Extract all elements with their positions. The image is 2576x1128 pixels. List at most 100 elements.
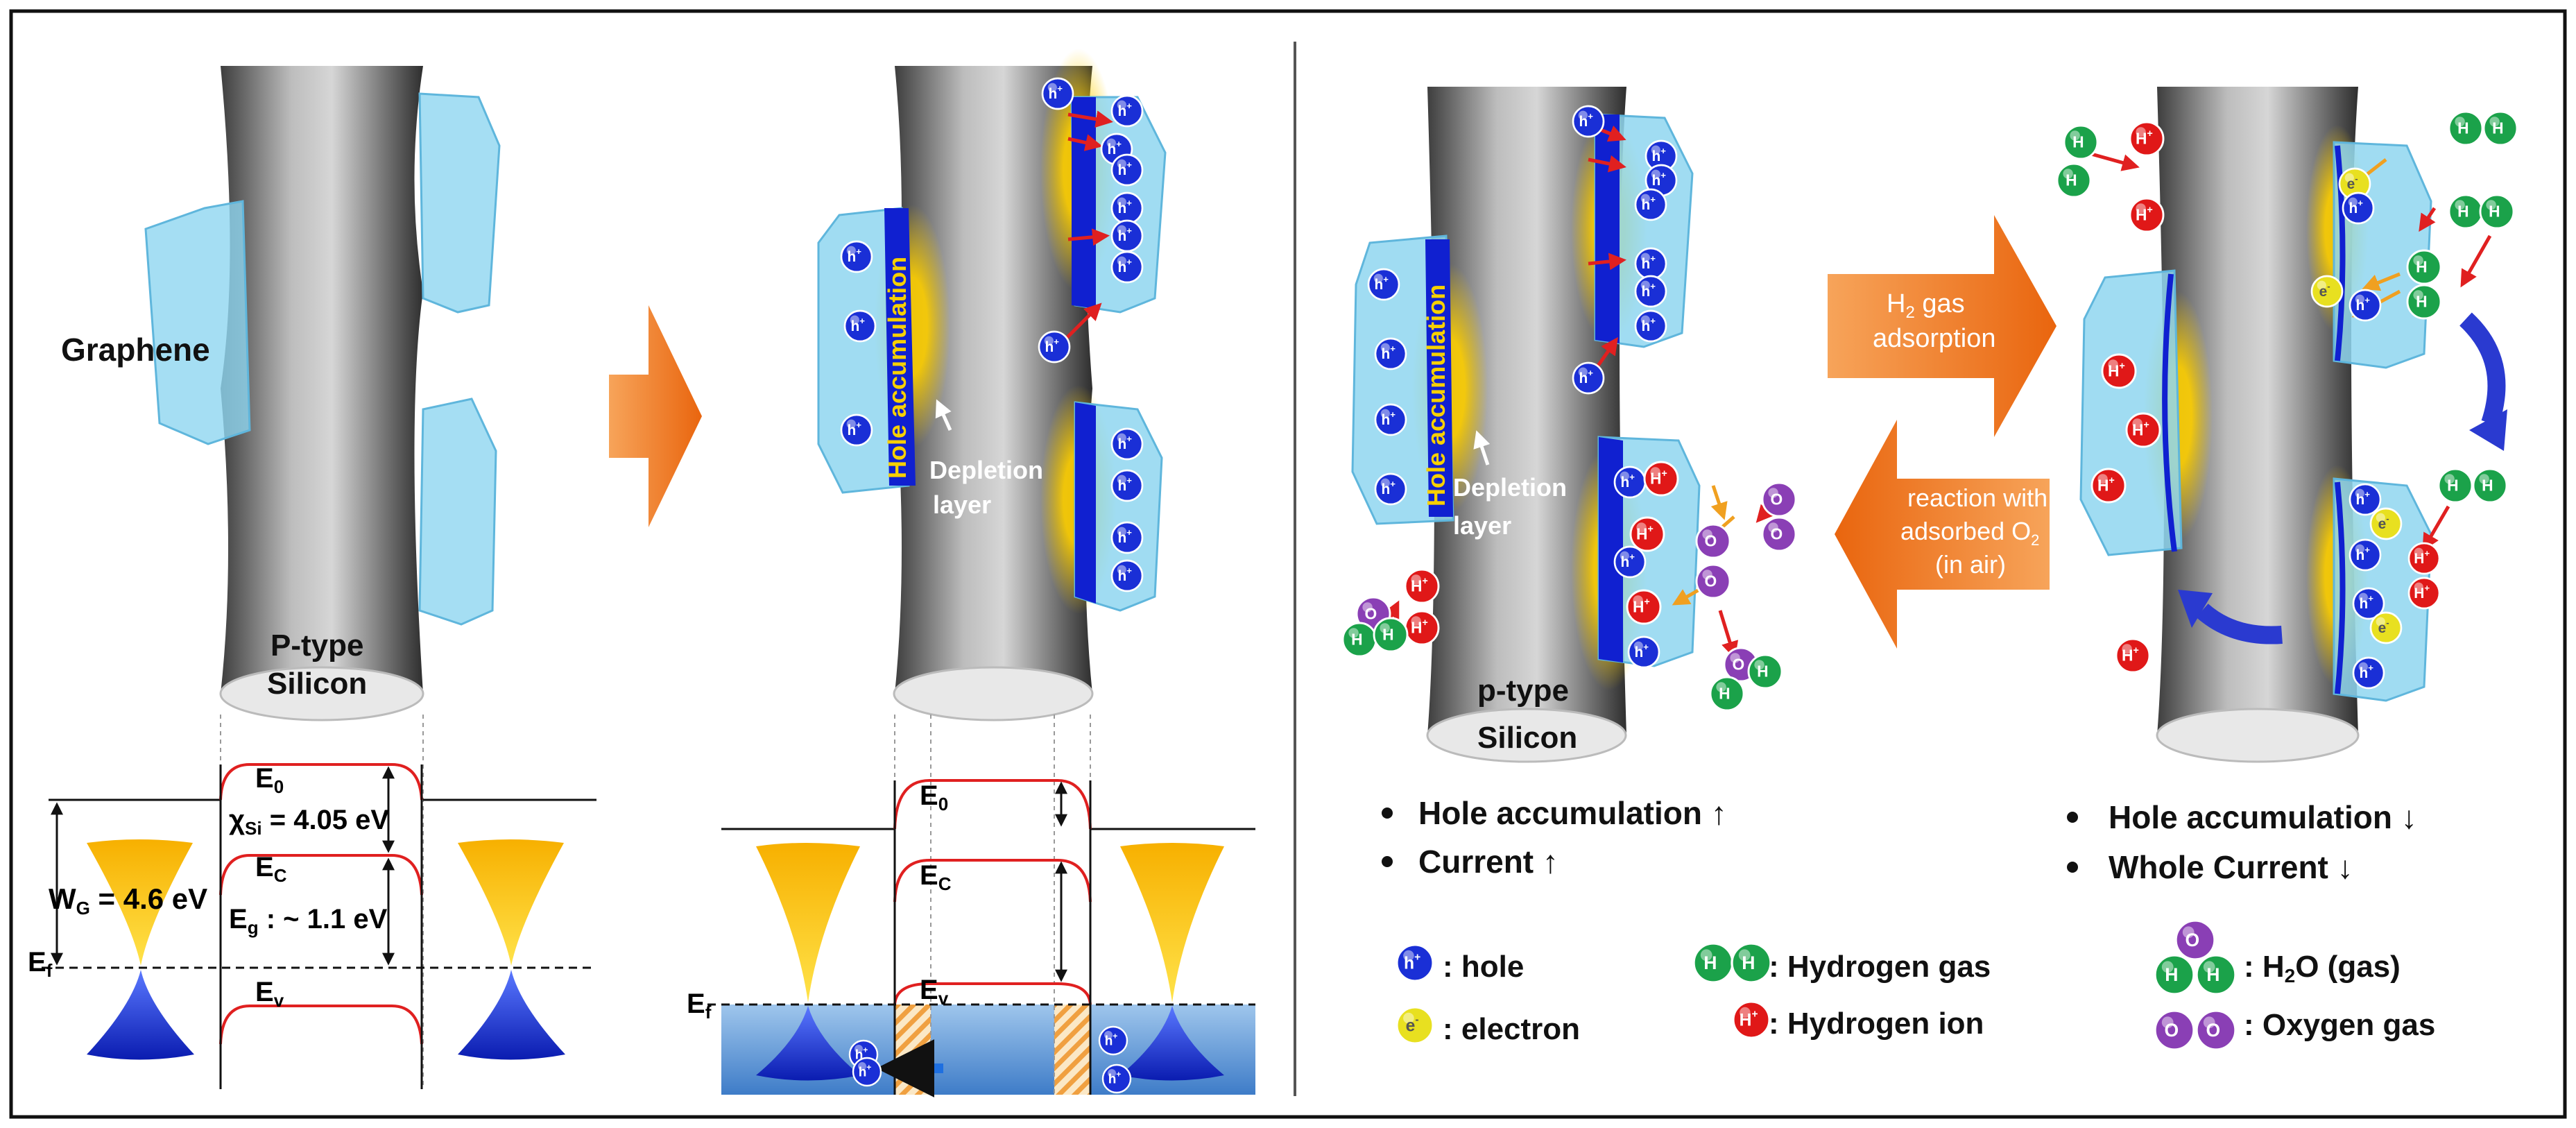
transition-arrow [609, 305, 702, 527]
svg-text:H2 gas: H2 gas [1887, 289, 1965, 322]
svg-text:Ef: Ef [687, 989, 712, 1023]
hole-particle: h+ [1110, 521, 1144, 554]
svg-text:H: H [2489, 203, 2500, 221]
svg-text:H: H [2492, 119, 2503, 137]
svg-text:Ev: Ev [255, 977, 284, 1011]
hole-particle: h+ [1110, 427, 1144, 461]
hydrogen-ion-particle: H+ [2407, 576, 2441, 610]
hydrogen-atom: H [1341, 622, 1377, 658]
ef-label: E [28, 947, 46, 977]
svg-text:E0: E0 [920, 780, 948, 814]
wg-label: W [49, 882, 76, 915]
oxygen-atom: O [2195, 1009, 2237, 1051]
electron-particle: e- [2310, 275, 2344, 308]
hole-particle: h+ [1396, 943, 1434, 982]
hydrogen-ion-particle: H+ [2090, 468, 2127, 504]
svg-text:(in air): (in air) [1935, 550, 2006, 579]
bullet-text: Hole accumulation ↑ [1418, 795, 1727, 831]
oxygen-atom: O [1761, 481, 1797, 518]
svg-text:O: O [2206, 1020, 2220, 1041]
svg-text:O: O [1771, 525, 1783, 543]
hydrogen-ion-particle: H+ [2407, 542, 2441, 575]
charge-arrows [1063, 110, 1113, 341]
depletion-label-line1: Depletion [929, 456, 1043, 484]
hydrogen-atom: H [2406, 284, 2442, 320]
electron-particle: e- [2369, 507, 2403, 540]
svg-text:Eg : ~ 1.1 eV: Eg : ~ 1.1 eV [229, 904, 388, 938]
hole-particle: h+ [1374, 403, 1407, 436]
panel-2-band-diagram: E0 EC Ev Ef [687, 715, 1255, 1097]
wire-label-line1: p-type [1477, 674, 1569, 708]
hole-particle: h+ [2352, 587, 2385, 620]
svg-text:H: H [2457, 203, 2468, 221]
depletion-region-hatch [1054, 1005, 1090, 1095]
hydrogen-atom: H [1692, 942, 1734, 984]
depletion-label-line1: Depletion [1453, 473, 1567, 502]
hole-particle: h+ [1110, 469, 1144, 502]
panel-3-nanowire: Hole accumulation Depletion layer p-type… [1351, 87, 1784, 763]
hole-accumulation-layer [884, 208, 916, 486]
svg-text:EC: EC [920, 860, 952, 894]
legend-water: : H2O (gas) [2244, 950, 2401, 986]
panel-4-nanowire [2073, 87, 2507, 763]
svg-text:O: O [1365, 605, 1377, 623]
hydrogen-ion-particle: H+ [1732, 1000, 1771, 1039]
hole-particle: h+ [1634, 275, 1667, 308]
svg-text:O: O [1705, 532, 1717, 550]
bullet-text: Current ↑ [1418, 844, 1559, 880]
hole-particle: h+ [1110, 219, 1144, 253]
hole-particle: h+ [1098, 1025, 1128, 1056]
hole-particle: h+ [1634, 309, 1667, 343]
hole-accumulation-label: Hole accumulation [1422, 284, 1450, 506]
wire-label-line2: Silicon [267, 667, 367, 701]
svg-text:H: H [2482, 477, 2493, 495]
panel-1-nanowire: Graphene P-type Silicon [61, 66, 501, 721]
svg-text:adsorbed O2: adsorbed O2 [1900, 517, 2039, 549]
hydrogen-atom: H [2056, 162, 2092, 198]
svg-text:H: H [1742, 952, 1755, 973]
ec-band [219, 854, 423, 896]
panel-1-band-diagram: E0 χSi = 4.05 eV EC Eg : ~ 1.1 eV Ev Ef … [28, 715, 596, 1089]
panel-3-bullets: Hole accumulation ↑ Current ↑ [1382, 795, 1727, 880]
h2-adsorption-arrow: H2 gas adsorption [1828, 215, 2056, 437]
hydrogen-ion-particle: H+ [1629, 516, 1665, 552]
svg-text:H: H [2072, 133, 2084, 151]
oxygen-atom: O [1695, 523, 1731, 559]
graphene-flake [418, 92, 501, 314]
panel-4-bullets: Hole accumulation ↓ Whole Current ↓ [2067, 799, 2417, 885]
hole-accumulation-layer [1425, 239, 1453, 517]
hole-accumulation-label: Hole accumulation [883, 257, 911, 479]
oxygen-atom: O [1761, 516, 1797, 552]
svg-text:H: H [1719, 685, 1730, 703]
eg-label: E [229, 904, 248, 934]
hydrogen-ion-particle: H+ [1404, 610, 1440, 646]
hole-particle: h+ [1374, 337, 1407, 370]
graphene-label: Graphene [61, 332, 210, 368]
nanowire-bottom-cap [1426, 708, 1627, 763]
svg-text:H: H [2066, 171, 2077, 189]
particle-layer: h+h+h+h+h+h+h+h+h+h+h+h+h+h+h+h+h+h+h+h+… [840, 77, 2518, 1094]
hydrogen-ion-particle: H+ [2101, 353, 2137, 389]
chi-label: χ [229, 805, 245, 835]
svg-text:H: H [1703, 952, 1717, 973]
svg-text:χSi = 4.05 eV: χSi = 4.05 eV [229, 805, 389, 839]
current-loop-arrow [2196, 604, 2283, 644]
graphene-flake [418, 398, 497, 626]
ec-label: E [255, 852, 274, 882]
svg-text:H: H [2457, 119, 2468, 137]
hydrogen-atom: H [2154, 954, 2195, 995]
ev-label: E [255, 977, 274, 1007]
graphene-flake [2333, 477, 2432, 702]
hydrogen-atom: H [1731, 942, 1772, 984]
hydrogen-atom: H [1709, 676, 1745, 712]
hydrogen-atom: H [2479, 194, 2515, 230]
oxygen-atom: O [2174, 919, 2216, 961]
hole-particle: h+ [1110, 153, 1144, 187]
hydrogen-ion-particle: H+ [2115, 638, 2151, 674]
svg-text:WG = 4.6 eV: WG = 4.6 eV [49, 882, 207, 918]
svg-text:H+: H+ [1411, 617, 1428, 637]
outer-frame [9, 9, 2567, 1119]
e0-label: E [920, 780, 938, 811]
hydrogen-atom: H [1747, 653, 1783, 690]
hydrogen-atom: H [1373, 617, 1409, 653]
